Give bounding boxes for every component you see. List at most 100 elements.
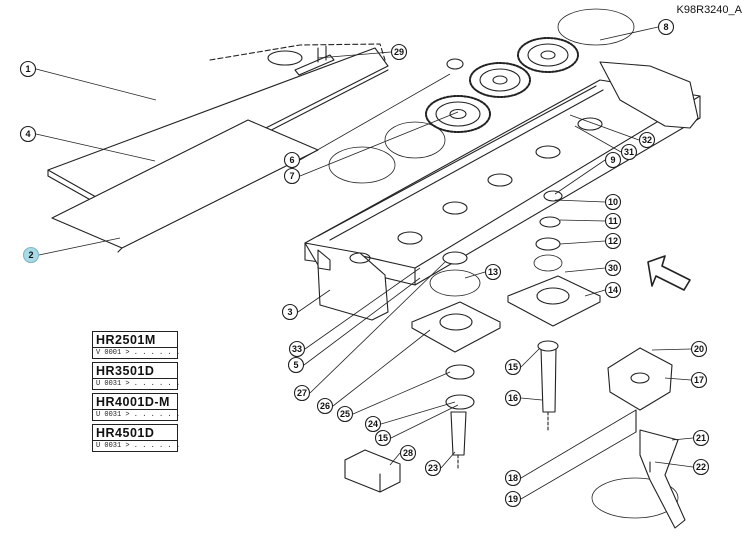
callout-27: 27: [293, 384, 311, 402]
callout-16: 16: [504, 389, 522, 407]
callout-number: 4: [25, 129, 30, 139]
cover-hole: [267, 50, 303, 66]
callout-6: 6: [283, 151, 301, 169]
callout-circle: [287, 356, 305, 374]
callout-number: 7: [289, 171, 294, 181]
callout-number: 2: [28, 250, 33, 260]
callout-circle: [657, 18, 675, 36]
callout-7: 7: [283, 167, 301, 185]
callout-circle: [504, 469, 522, 487]
callout-circle: [604, 281, 622, 299]
callout-8: 8: [657, 18, 675, 36]
callout-circle: [692, 458, 710, 476]
callout-24: 24: [364, 415, 382, 433]
phantom-circles: [328, 8, 679, 519]
dashed-outline: [209, 43, 386, 61]
callout-number: 16: [508, 393, 518, 403]
serial-range: U 0031 > . . . . . .: [96, 380, 181, 388]
callout-number: 25: [340, 409, 350, 419]
callout-number: 32: [642, 135, 652, 145]
callout-circle: [504, 490, 522, 508]
model-plate: HR4501D U 0031 > . . . . . .: [92, 424, 181, 452]
callout-9: 9: [604, 151, 622, 169]
callout-2: 2: [22, 246, 40, 264]
callout-number: 30: [608, 263, 618, 273]
callout-14: 14: [604, 281, 622, 299]
callout-18: 18: [504, 469, 522, 487]
callout-circle: [288, 340, 306, 358]
callout-11: 11: [604, 212, 622, 230]
callout-number: 22: [696, 462, 706, 472]
callout-17: 17: [690, 371, 708, 389]
callout-circle: [390, 43, 408, 61]
callout-number: 12: [608, 236, 618, 246]
callout-21: 21: [692, 429, 710, 447]
callout-number: 15: [378, 433, 388, 443]
gearbox-beam: [304, 61, 701, 321]
callout-28: 28: [399, 444, 417, 462]
callout-circle: [424, 459, 442, 477]
bearing-flange-right: [507, 275, 601, 327]
callout-number: 10: [608, 197, 618, 207]
callout-12: 12: [604, 232, 622, 250]
callout-10: 10: [604, 193, 622, 211]
callout-circle: [374, 429, 392, 447]
callout-1: 1: [19, 60, 37, 78]
callout-circle: [399, 444, 417, 462]
callout-13: 13: [484, 263, 502, 281]
callout-number: 15: [508, 362, 518, 372]
callout-number: 13: [488, 267, 498, 277]
callout-circle: [604, 193, 622, 211]
model-plate: HR4001D-M U 0031 > . . . . . .: [92, 393, 181, 421]
serial-range: V 0001 > . . . . . .: [96, 349, 181, 357]
callout-number: 9: [610, 155, 615, 165]
gears: [425, 37, 579, 133]
callout-circle: [281, 303, 299, 321]
callout-number: 24: [368, 419, 378, 429]
serial-range: U 0031 > . . . . . .: [96, 442, 181, 450]
callout-number: 21: [696, 433, 706, 443]
callout-number: 23: [428, 463, 438, 473]
callout-circle: [620, 143, 638, 161]
callout-19: 19: [504, 490, 522, 508]
callout-number: 33: [292, 344, 302, 354]
callout-26: 26: [316, 397, 334, 415]
callout-number: 26: [320, 401, 330, 411]
callout-number: 1: [25, 64, 30, 74]
shafts: [450, 340, 559, 469]
callout-number: 11: [608, 216, 618, 226]
beam-holes: [349, 117, 603, 264]
callout-circle: [690, 371, 708, 389]
callout-number: 29: [394, 47, 404, 57]
bearing-stack: [442, 190, 563, 410]
callout-circle: [604, 232, 622, 250]
callout-23: 23: [424, 459, 442, 477]
callout-circle: [283, 167, 301, 185]
callout-circle: [293, 384, 311, 402]
callout-number: 17: [694, 375, 704, 385]
callout-number: 20: [694, 344, 704, 354]
callout-group: 1234567891011121314151617181920212223242…: [19, 18, 710, 508]
model-name: HR4501D: [93, 425, 177, 441]
callout-circle: [692, 429, 710, 447]
callout-20: 20: [690, 340, 708, 358]
callout-15: 15: [374, 429, 392, 447]
callout-circle: [504, 358, 522, 376]
callout-circle: [22, 246, 40, 264]
callout-number: 14: [608, 285, 618, 295]
callout-circle: [283, 151, 301, 169]
callout-5: 5: [287, 356, 305, 374]
direction-arrow: [647, 255, 691, 291]
callout-circle: [690, 340, 708, 358]
model-plate: HR2501M V 0001 > . . . . . .: [92, 331, 181, 359]
serial-range: U 0031 > . . . . . .: [96, 411, 181, 419]
callout-number: 6: [289, 155, 294, 165]
callout-circle: [504, 389, 522, 407]
callout-number: 8: [663, 22, 668, 32]
callout-22: 22: [692, 458, 710, 476]
mounting-bracket: [607, 347, 686, 529]
callout-circle: [604, 151, 622, 169]
callout-number: 28: [403, 448, 413, 458]
